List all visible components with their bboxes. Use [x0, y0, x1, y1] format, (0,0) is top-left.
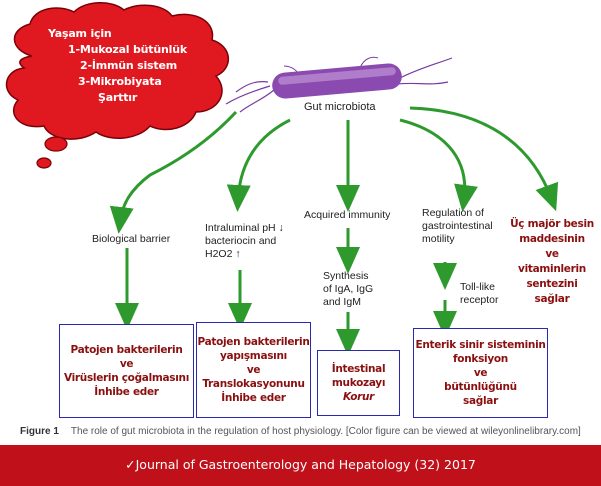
box-barrier-line-4: İnhibe eder	[94, 386, 159, 398]
box-ph-line-5: İnhibe eder	[221, 392, 286, 404]
immunity-sub-line-1: Synthesis	[323, 270, 369, 282]
box-barrier: Patojen bakterilerin ve Virüslerin çoğal…	[59, 324, 194, 418]
cloud-line-2: 1-Mukozal bütünlük	[68, 43, 187, 56]
right-text-line-4: vitaminlerin	[518, 263, 586, 275]
figure-number: Figure 1	[20, 426, 59, 437]
box-ph-line-2: yapışmasını	[220, 350, 287, 362]
right-text-line-2: maddesinin	[519, 233, 585, 245]
motility-line-1: Regulation of	[422, 207, 484, 219]
cloud-bubble-large	[44, 136, 68, 152]
cloud-line-3: 2-İmmün sistem	[80, 59, 177, 72]
cloud-line-4: 3-Mikrobiyata	[78, 75, 162, 88]
box-motility-line-4: bütünlüğünü	[444, 381, 517, 393]
branch-ph-line-3: H2O2 ↑	[205, 248, 241, 260]
immunity-sub-line-2: of IgA, IgG	[323, 283, 374, 295]
right-text-line-5: sentezini	[526, 278, 578, 290]
branch-ph-line-1: Intraluminal pH ↓	[205, 222, 284, 234]
bacterium-icon	[225, 56, 453, 113]
box-ph-line-4: Translokasyonunu	[202, 378, 305, 390]
box-barrier-line-2: ve	[119, 358, 134, 370]
box-immunity: İntestinal mukozayı Korur	[317, 350, 400, 416]
box-motility: Enterik sinir sisteminin fonksiyon ve bü…	[413, 328, 548, 418]
box-immunity-line-1: İntestinal	[331, 363, 386, 375]
footer-citation: ✓Journal of Gastroenterology and Hepatol…	[125, 457, 476, 472]
right-text-line-1: Üç majör besin	[510, 218, 594, 230]
branch-motility: Regulation of gastrointestinal motility	[422, 207, 493, 246]
box-motility-line-2: fonksiyon	[453, 353, 508, 365]
cloud-line-5: Şarttır	[98, 91, 138, 104]
figure-caption: Figure 1 The role of gut microbiota in th…	[20, 426, 581, 437]
motility-sub-line-2: receptor	[460, 294, 499, 306]
box-immunity-line-2: mukozayı	[331, 377, 386, 389]
box-barrier-line-3: Virüslerin çoğalmasını	[63, 372, 190, 384]
immunity-sub-line-3: and IgM	[323, 296, 361, 308]
cloud-bubble-small	[36, 157, 52, 169]
box-motility-line-3: ve	[473, 367, 488, 379]
right-text: Üç majör besin maddesinin ve vitaminleri…	[502, 217, 601, 307]
box-barrier-line-1: Patojen bakterilerin	[70, 344, 183, 356]
box-ph-line-3: ve	[246, 364, 261, 376]
hub-label: Gut microbiota	[304, 101, 376, 113]
cloud-line-1: Yaşam için	[48, 27, 112, 40]
diagram-graphics	[5, 2, 559, 356]
branch-motility-sub: Toll-like receptor	[460, 281, 499, 307]
box-ph: Patojen bakterilerin yapışmasını ve Tran…	[196, 322, 311, 418]
box-motility-line-1: Enterik sinir sisteminin	[415, 339, 546, 351]
motility-sub-line-1: Toll-like	[460, 281, 496, 293]
box-ph-line-1: Patojen bakterilerin	[197, 336, 310, 348]
box-motility-line-5: sağlar	[463, 395, 498, 407]
figure-caption-text: The role of gut microbiota in the regula…	[70, 426, 581, 437]
branch-acquired-immunity: Acquired immunity	[304, 209, 391, 221]
cloud-text: Yaşam için 1-Mukozal bütünlük 2-İmmün si…	[22, 26, 222, 106]
speech-cloud	[5, 2, 229, 169]
right-text-line-3: ve	[545, 248, 559, 260]
box-immunity-line-3: Korur	[342, 391, 375, 403]
arrows	[109, 106, 559, 356]
motility-line-2: gastrointestinal	[422, 220, 493, 232]
right-text-line-6: sağlar	[534, 293, 570, 305]
footer-bar: ✓Journal of Gastroenterology and Hepatol…	[0, 445, 601, 486]
branch-ph-line-2: bacteriocin and	[205, 235, 277, 247]
branch-ph: Intraluminal pH ↓ bacteriocin and H2O2 ↑	[205, 222, 284, 261]
branch-biological-barrier: Biological barrier	[92, 233, 171, 245]
branch-immunity-sub: Synthesis of IgA, IgG and IgM	[323, 270, 373, 309]
motility-line-3: motility	[422, 233, 455, 245]
